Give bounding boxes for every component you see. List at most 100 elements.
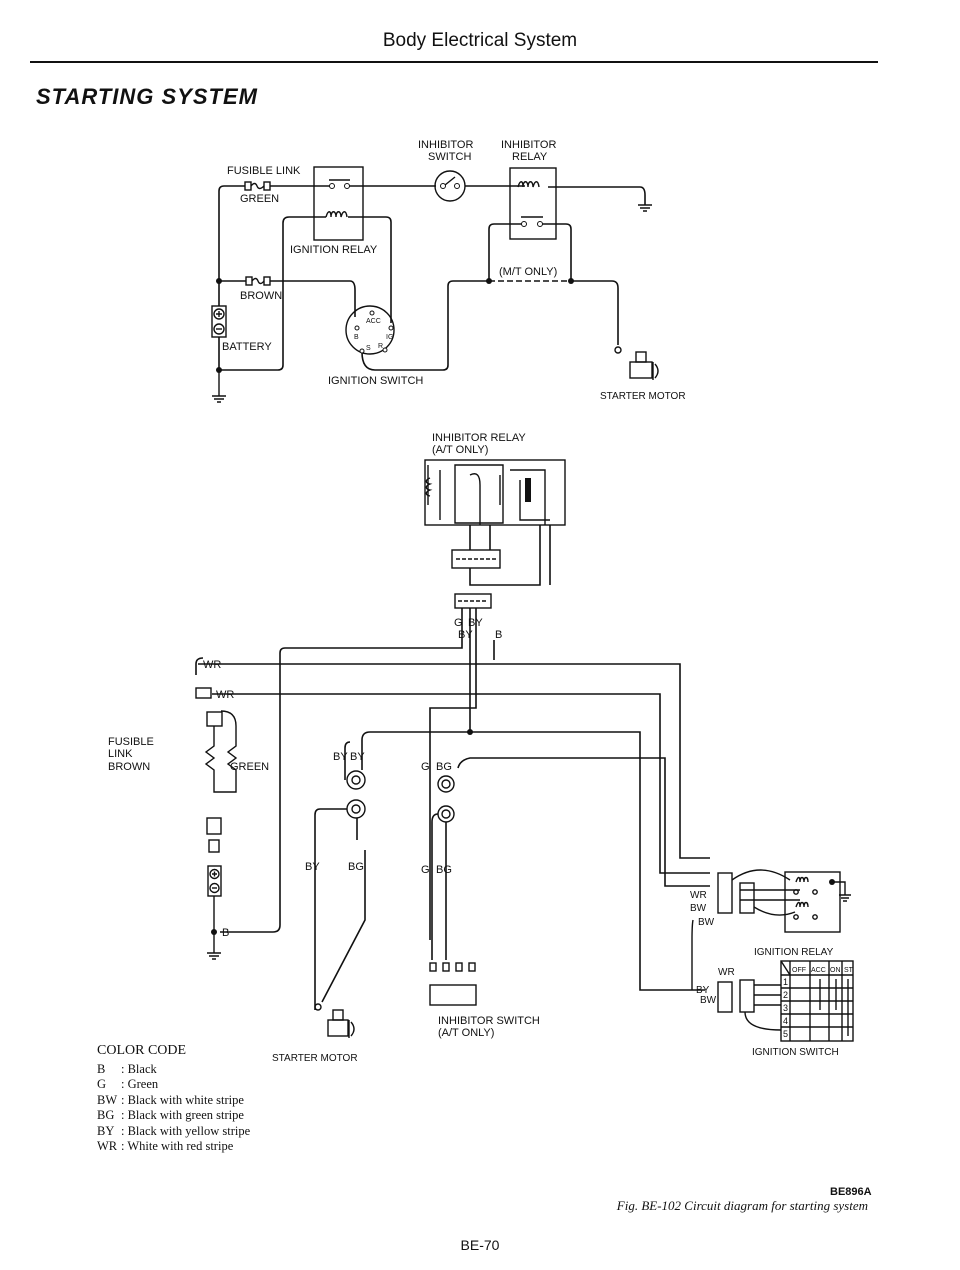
connector-icon [195,687,212,699]
wire-label-by: BY [333,751,348,763]
ignition-switch-unit [717,979,782,1031]
wire-label-g: G [421,864,430,876]
switch-row-3: 3 [783,1003,788,1013]
wire-label-by: BY [350,751,365,763]
color-code-item: G: Green [97,1077,159,1091]
battery-icon [211,305,227,338]
switch-terminal-acc: ACC [366,318,381,325]
label-brown: BROWN [240,290,282,302]
running-header: Body Electrical System [382,30,578,51]
ground-icon [212,370,226,403]
wire-label-bw: BW [690,903,707,914]
wire [195,657,204,675]
switch-header-acc: ACC [811,967,826,974]
label-inhibitor-switch: (A/T ONLY) [438,1027,494,1039]
wire-label-bg: BG [348,861,364,873]
section-title: STARTING SYSTEM [36,84,258,109]
label-inhibitor-switch: SWITCH [428,151,471,163]
wire-label-by: BY [458,629,473,641]
label-ignition-relay: IGNITION RELAY [754,947,834,958]
wire [218,185,646,370]
label-inhibitor-switch: INHIBITOR [418,139,473,151]
label-ignition-relay: IGNITION RELAY [290,244,378,256]
wire [361,280,619,371]
wire [431,813,447,960]
fusible-link-brown-icon [245,276,271,286]
wire-label-wr: WR [216,689,234,701]
label-inhibitor-relay: RELAY [512,151,548,163]
inhibitor-relay-box [509,167,557,240]
figure-code: BE896A [830,1186,872,1198]
switch-terminal-ig: IG [386,334,393,341]
wire [314,808,366,1010]
wire-label-g: G [421,761,430,773]
label-fusible-link: LINK [108,748,133,760]
wire-label-by: BY [305,861,320,873]
switch-terminal-b: B [354,334,359,341]
wire-label-b: B [222,927,229,939]
wire-label-b: B [495,629,502,641]
switch-row-4: 4 [783,1016,788,1026]
inhibitor-relay-at-unit [424,459,566,609]
switch-terminal-r: R [378,343,383,350]
wire-label-wr: WR [203,659,221,671]
wire [344,731,705,991]
color-code-item: WR: White with red stripe [97,1139,234,1153]
switch-row-1: 1 [783,977,788,987]
ignition-relay-box [313,166,364,241]
color-code-title: COLOR CODE [97,1043,187,1058]
wire [429,608,495,940]
label-fusible-link: FUSIBLE [108,736,154,748]
bottom-wiring-diagram: INHIBITOR RELAY (A/T ONLY) G BY BY B WR … [108,432,854,1064]
switch-row-5: 5 [783,1029,788,1039]
wire-label-bw: BW [700,995,717,1006]
ignition-switch-icon [345,305,395,355]
label-inhibitor-relay: INHIBITOR [501,139,556,151]
starter-motor-icon [314,1003,355,1038]
junction-dot [568,278,574,284]
label-starter-motor: STARTER MOTOR [272,1053,358,1064]
fusible-link-green-icon [244,181,271,191]
junction-dot [211,929,217,935]
relay-contact-icon [521,216,543,227]
label-ignition-switch: IGNITION SWITCH [328,375,423,387]
wire-label-bw: BW [698,917,715,928]
junction-dot [486,278,492,284]
wire-label-bg: BG [436,864,452,876]
label-brown: BROWN [108,761,150,773]
page-number: BE-70 [460,1237,500,1253]
wire [220,608,463,933]
inhibitor-switch-icon [434,170,466,202]
color-code-item: BG: Black with green stripe [97,1108,244,1122]
header-rule [30,61,878,63]
wire-label-by: BY [696,985,710,996]
inhibitor-switch-icon [429,962,477,1006]
wire [198,663,710,874]
inhibitor-switch-connector-icon [437,775,455,823]
top-schematic: ACC B IG S R FUSIBLE LINK GREEN BROWN BA… [211,139,686,403]
switch-row-2: 2 [783,990,788,1000]
switch-terminal-s: S [366,345,371,352]
wire-label-wr: WR [718,967,735,978]
wire-label-wr: WR [690,890,707,901]
wire-label-bg: BG [436,761,452,773]
color-code-legend: COLOR CODE B: Black G: Green BW: Black w… [97,1043,250,1155]
ignition-relay-unit [691,869,851,990]
ground-icon [638,204,652,212]
wire [219,280,356,317]
switch-header-off: OFF [792,967,806,974]
label-mt-only: (M/T ONLY) [499,266,557,278]
wire [219,216,392,371]
label-inhibitor-relay-at: INHIBITOR RELAY [432,432,526,444]
relay-coil-icon [325,211,348,218]
label-ignition-switch: IGNITION SWITCH [752,1047,839,1058]
starter-connector-icon [346,770,366,819]
label-battery: BATTERY [222,341,272,353]
junction-dot [216,278,222,284]
figure-caption: Fig. BE-102 Circuit diagram for starting… [616,1198,868,1213]
relay-coil-icon [517,181,540,188]
ground-icon [207,896,221,960]
wire-label-g: G [454,617,463,629]
battery-icon [207,865,222,897]
